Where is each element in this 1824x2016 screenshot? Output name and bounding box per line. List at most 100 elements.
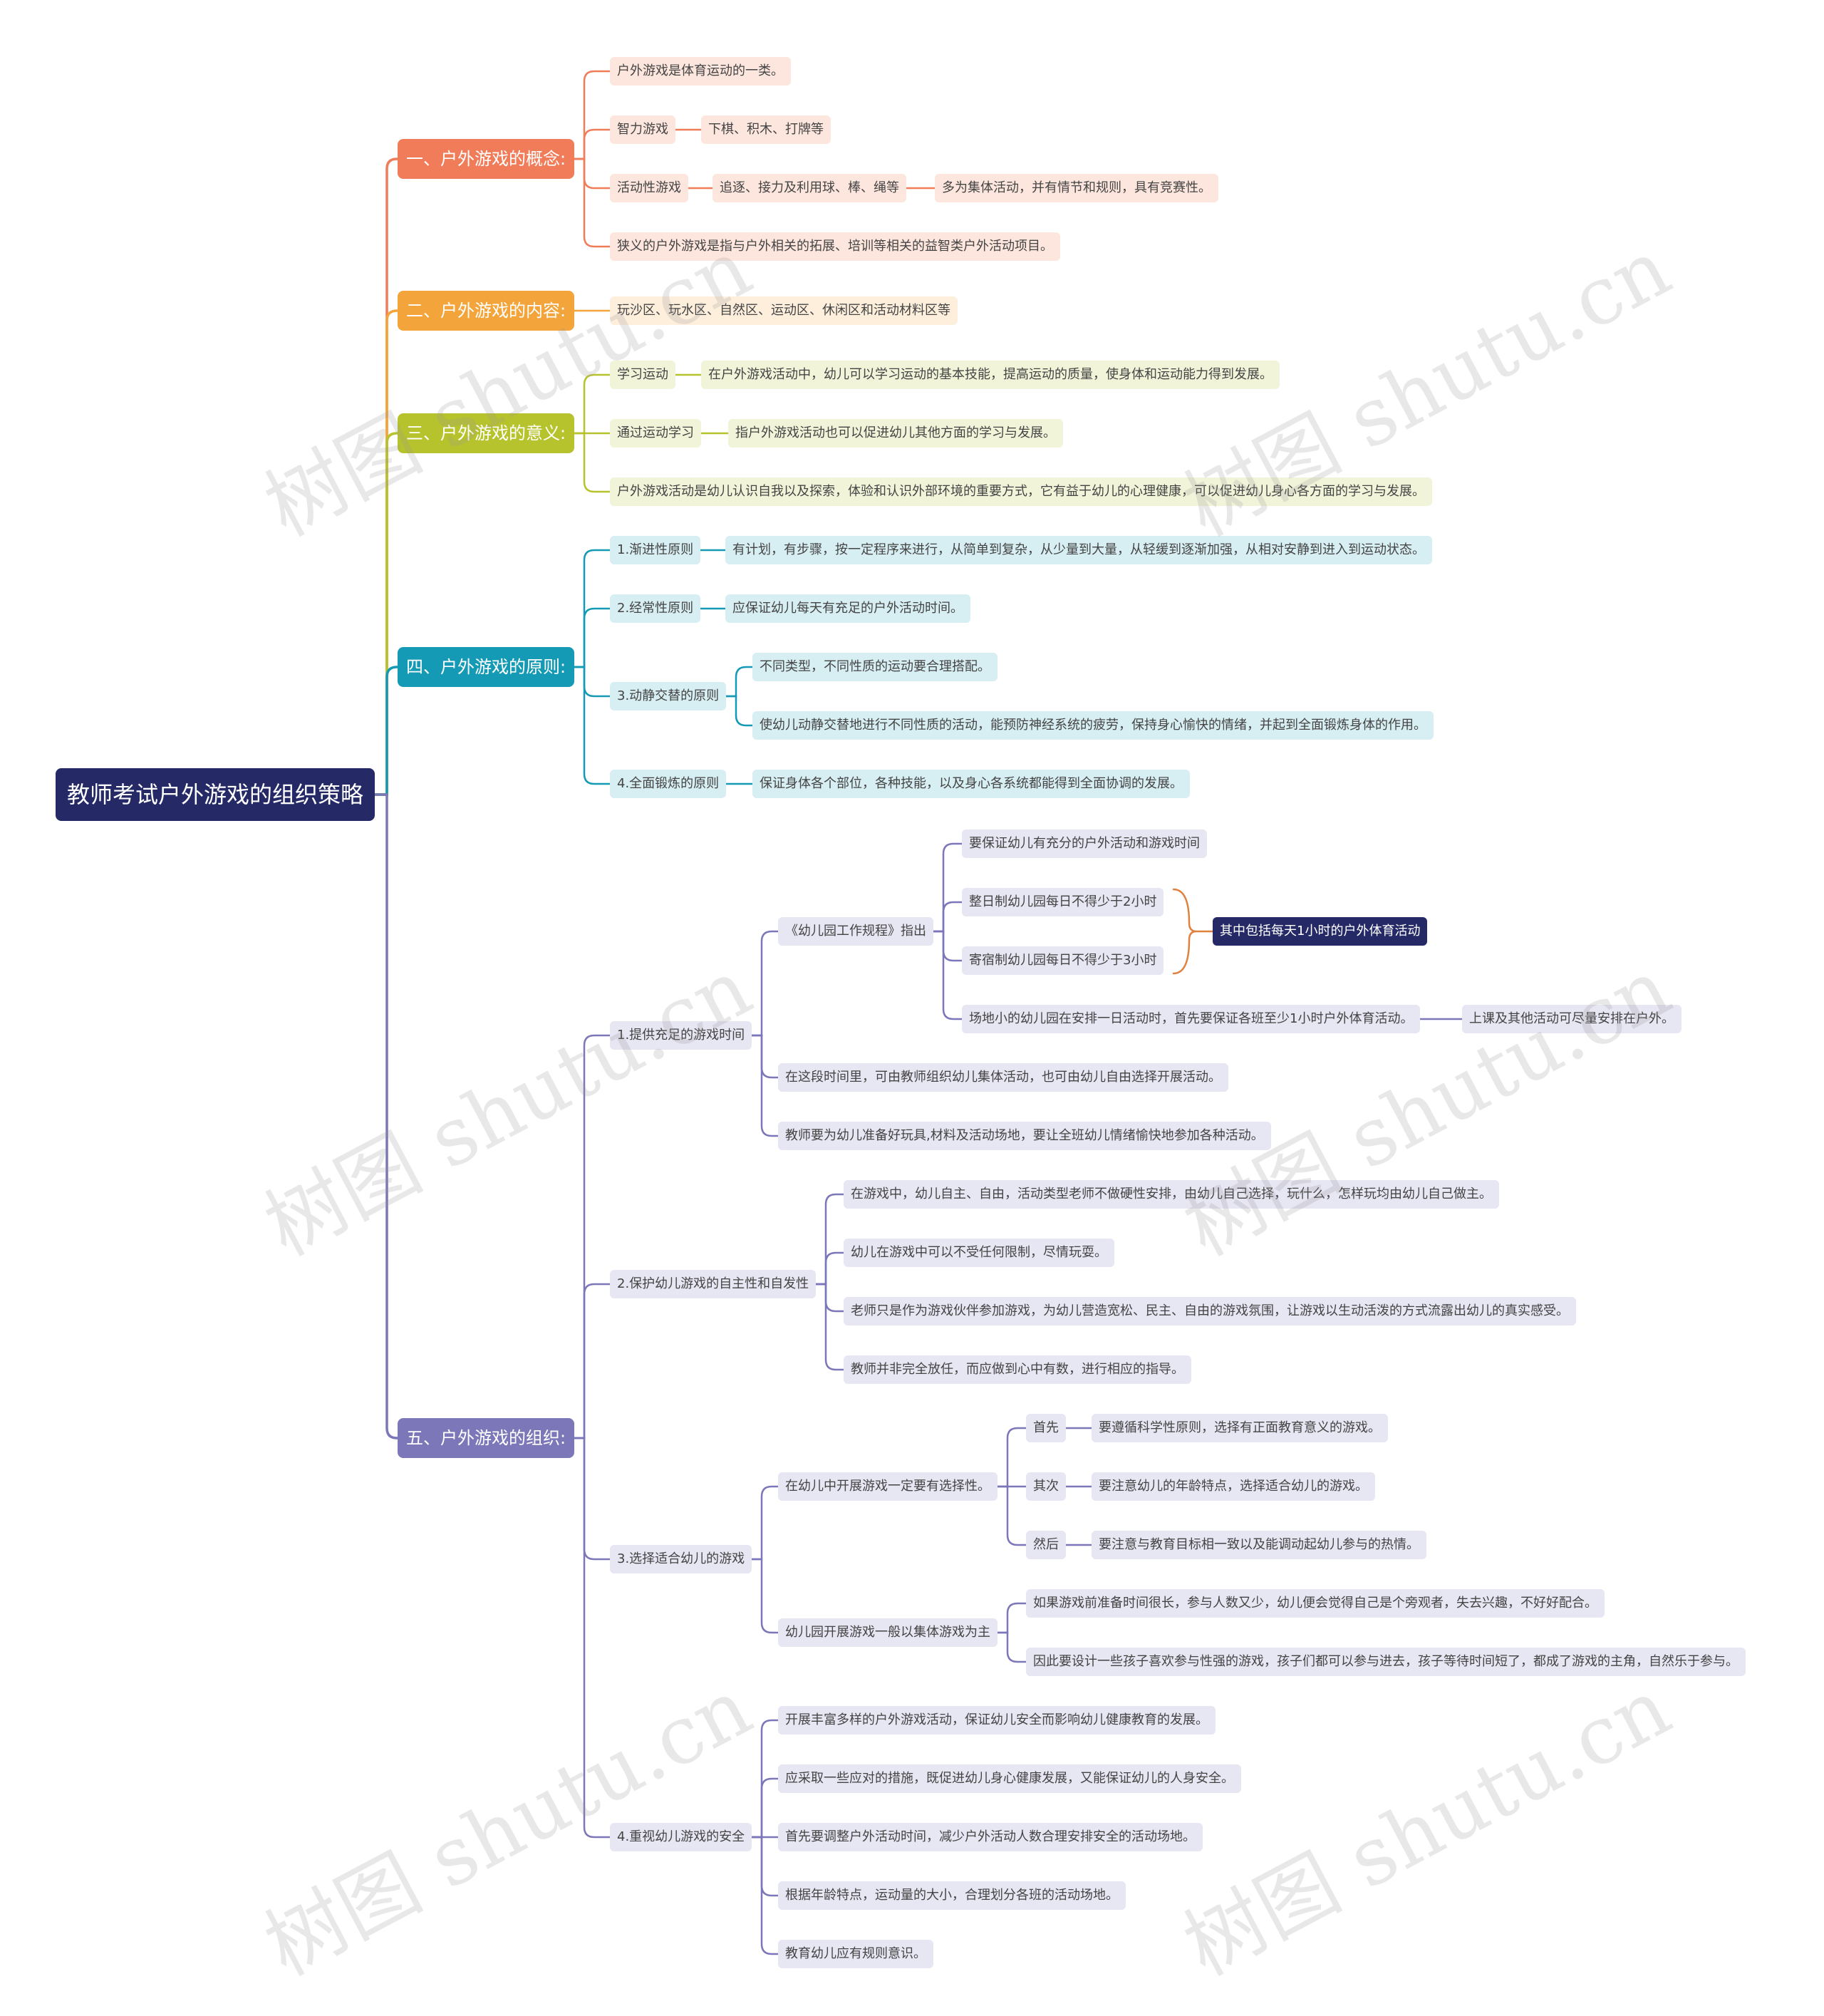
connector: [996, 1602, 1027, 1634]
connector: [814, 1193, 845, 1286]
connector: [750, 1034, 779, 1137]
connector: [750, 1485, 779, 1561]
connector: [573, 1034, 611, 1439]
connector: [750, 1558, 779, 1634]
org-selective-second-detail[interactable]: 要注意幼儿的年龄特点，选择适合幼儿的游戏。: [1092, 1472, 1375, 1501]
connector: [814, 1251, 845, 1286]
principle-comprehensive[interactable]: 4.全面锻炼的原则: [610, 770, 727, 798]
connector: [996, 1631, 1027, 1663]
org-selective-first[interactable]: 首先: [1026, 1414, 1066, 1442]
org-safety-item-2[interactable]: 应采取一些应对的措施，既促进幼儿身心健康发展，又能保证幼儿的人身安全。: [778, 1764, 1241, 1793]
connector: [373, 432, 399, 796]
org-collective-item-2[interactable]: 因此要设计一些孩子喜欢参与性强的游戏，孩子们都可以参与进去，孩子等待时间短了，都…: [1026, 1648, 1746, 1676]
connector: [932, 842, 963, 933]
branch-content[interactable]: 二、户外游戏的内容:: [398, 291, 575, 331]
root-topic[interactable]: 教师考试户外游戏的组织策略: [56, 768, 375, 821]
org-safety[interactable]: 4.重视幼儿游戏的安全: [610, 1823, 752, 1851]
significance-learn-sport-detail[interactable]: 在户外游戏活动中，幼儿可以学习运动的基本技能，提高运动的质量，使身体和运动能力得…: [701, 361, 1280, 389]
org-sufficient-time[interactable]: 1.提供充足的游戏时间: [610, 1021, 752, 1050]
connector: [573, 128, 611, 160]
concept-item-active-game[interactable]: 活动性游戏: [610, 174, 688, 202]
connector: [373, 793, 399, 1439]
principle-progressive-detail[interactable]: 有计划，有步骤，按一定程序来进行，从简单到复杂，从少量到大量，从轻缓到逐渐加强，…: [725, 536, 1432, 564]
significance-self-awareness[interactable]: 户外游戏活动是幼儿认识自我以及探索，体验和认识外部环境的重要方式，它有益于幼儿的…: [610, 477, 1432, 506]
org-selective-then[interactable]: 然后: [1026, 1531, 1066, 1559]
org-regulation-item-4-extra[interactable]: 上课及其他活动可尽量安排在户外。: [1462, 1005, 1682, 1033]
org-safety-item-5[interactable]: 教育幼儿应有规则意识。: [778, 1940, 933, 1968]
principle-alternating-detail-1[interactable]: 不同类型，不同性质的运动要合理搭配。: [752, 653, 998, 681]
branch-organization[interactable]: 五、户外游戏的组织:: [398, 1418, 575, 1458]
branch-concept[interactable]: 一、户外游戏的概念:: [398, 139, 575, 179]
org-safety-item-3[interactable]: 首先要调整户外活动时间，减少户外活动人数合理安排安全的活动场地。: [778, 1823, 1203, 1851]
branch-principles[interactable]: 四、户外游戏的原则:: [398, 647, 575, 687]
principle-regular[interactable]: 2.经常性原则: [610, 594, 701, 623]
org-safety-item-4[interactable]: 根据年龄特点，运动量的大小，合理划分各班的活动场地。: [778, 1881, 1126, 1910]
concept-item-intellectual-game[interactable]: 智力游戏: [610, 115, 675, 144]
connector: [573, 70, 611, 160]
org-selective-second[interactable]: 其次: [1026, 1472, 1066, 1501]
connector: [573, 549, 611, 668]
connector: [573, 1437, 611, 1561]
org-regulation-item-3[interactable]: 寄宿制幼儿园每日不得少于3小时: [962, 946, 1164, 975]
connector: [932, 901, 963, 933]
org-teacher-prepare[interactable]: 教师要为幼儿准备好玩具,材料及活动场地，要让全班幼儿情绪愉快地参加各种活动。: [778, 1122, 1271, 1150]
org-autonomy-item-3[interactable]: 老师只是作为游戏伙伴参加游戏，为幼儿营造宽松、民主、自由的游戏氛围，让游戏以生动…: [844, 1297, 1576, 1325]
org-autonomy-item-4[interactable]: 教师并非完全放任，而应做到心中有数，进行相应的指导。: [844, 1355, 1191, 1384]
principle-regular-detail[interactable]: 应保证幼儿每天有充足的户外活动时间。: [725, 594, 970, 623]
concept-item-1[interactable]: 户外游戏是体育运动的一类。: [610, 57, 791, 86]
org-selective-then-detail[interactable]: 要注意与教育目标相一致以及能调动起幼儿参与的热情。: [1092, 1531, 1426, 1559]
concept-item-narrow-definition[interactable]: 狭义的户外游戏是指与户外相关的拓展、培训等相关的益智类户外活动项目。: [610, 232, 1060, 261]
org-time-usage[interactable]: 在这段时间里，可由教师组织幼儿集体活动，也可由幼儿自由选择开展活动。: [778, 1063, 1228, 1092]
org-autonomy-item-1[interactable]: 在游戏中，幼儿自主、自由，活动类型老师不做硬性安排，由幼儿自己选择，玩什么，怎样…: [844, 1180, 1499, 1209]
org-selective[interactable]: 在幼儿中开展游戏一定要有选择性。: [778, 1472, 998, 1501]
principle-progressive[interactable]: 1.渐进性原则: [610, 536, 701, 564]
content-areas[interactable]: 玩沙区、玩水区、自然区、运动区、休闲区和活动材料区等: [610, 296, 958, 325]
connector: [725, 666, 754, 698]
org-choose-games[interactable]: 3.选择适合幼儿的游戏: [610, 1545, 752, 1573]
org-safety-item-1[interactable]: 开展丰富多样的户外游戏活动，保证幼儿安全而影响幼儿健康教育的发展。: [778, 1706, 1216, 1735]
connector: [373, 666, 399, 796]
significance-learn-through-sport[interactable]: 通过运动学习: [610, 419, 701, 448]
connector: [996, 1485, 1027, 1546]
connector: [750, 1777, 779, 1839]
org-regulation-item-4[interactable]: 场地小的幼儿园在安排一日活动时，首先要保证各班至少1小时户外体育活动。: [962, 1005, 1421, 1033]
connector: [573, 373, 611, 435]
connector: [750, 930, 779, 1037]
connector: [932, 930, 963, 962]
connector: [996, 1427, 1027, 1488]
org-collective-games[interactable]: 幼儿园开展游戏一般以集体游戏为主: [778, 1618, 998, 1647]
branch-significance[interactable]: 三、户外游戏的意义:: [398, 413, 575, 453]
org-collective-item-1[interactable]: 如果游戏前准备时间很长，参与人数又少，幼儿便会觉得自己是个旁观者，失去兴趣，不好…: [1026, 1589, 1605, 1618]
connector: [573, 666, 611, 698]
connector: [573, 1283, 611, 1439]
org-autonomy-item-2[interactable]: 幼儿在游戏中可以不受任何限制，尽情玩耍。: [844, 1239, 1114, 1267]
connector: [573, 432, 611, 493]
principle-comprehensive-detail[interactable]: 保证身体各个部位，各种技能，以及身心各系统都能得到全面协调的发展。: [752, 770, 1190, 798]
principle-alternating[interactable]: 3.动静交替的原则: [610, 682, 727, 710]
connector: [725, 695, 754, 727]
connector: [573, 1437, 611, 1839]
connector: [373, 309, 399, 796]
connector: [750, 1034, 779, 1079]
connector: [932, 930, 963, 1020]
org-regulations[interactable]: 《幼儿园工作规程》指出: [778, 917, 933, 946]
org-regulation-summary[interactable]: 其中包括每天1小时的户外体育活动: [1213, 917, 1428, 946]
significance-learn-sport[interactable]: 学习运动: [610, 361, 675, 389]
connector: [573, 157, 611, 190]
connector: [814, 1283, 845, 1313]
concept-item-active-feature[interactable]: 多为集体活动，并有情节和规则，具有竞赛性。: [935, 174, 1218, 202]
significance-learn-through-sport-detail[interactable]: 指户外游戏活动也可以促进幼儿其他方面的学习与发展。: [728, 419, 1063, 448]
connector: [750, 1719, 779, 1839]
org-regulation-item-1[interactable]: 要保证幼儿有充分的户外活动和游戏时间: [962, 829, 1207, 858]
connector: [573, 607, 611, 668]
connector: [573, 666, 611, 785]
connector: [373, 157, 399, 796]
concept-item-active-examples[interactable]: 追逐、接力及利用球、棒、绳等: [712, 174, 906, 202]
org-autonomy[interactable]: 2.保护幼儿游戏的自主性和自发性: [610, 1270, 817, 1298]
principle-alternating-detail-2[interactable]: 使幼儿动静交替地进行不同性质的活动，能预防神经系统的疲劳，保持身心愉快的情绪，并…: [752, 711, 1434, 740]
org-regulation-item-2[interactable]: 整日制幼儿园每日不得少于2小时: [962, 888, 1164, 916]
concept-item-intellectual-examples[interactable]: 下棋、积木、打牌等: [701, 115, 831, 144]
org-selective-first-detail[interactable]: 要遵循科学性原则，选择有正面教育意义的游戏。: [1092, 1414, 1388, 1442]
